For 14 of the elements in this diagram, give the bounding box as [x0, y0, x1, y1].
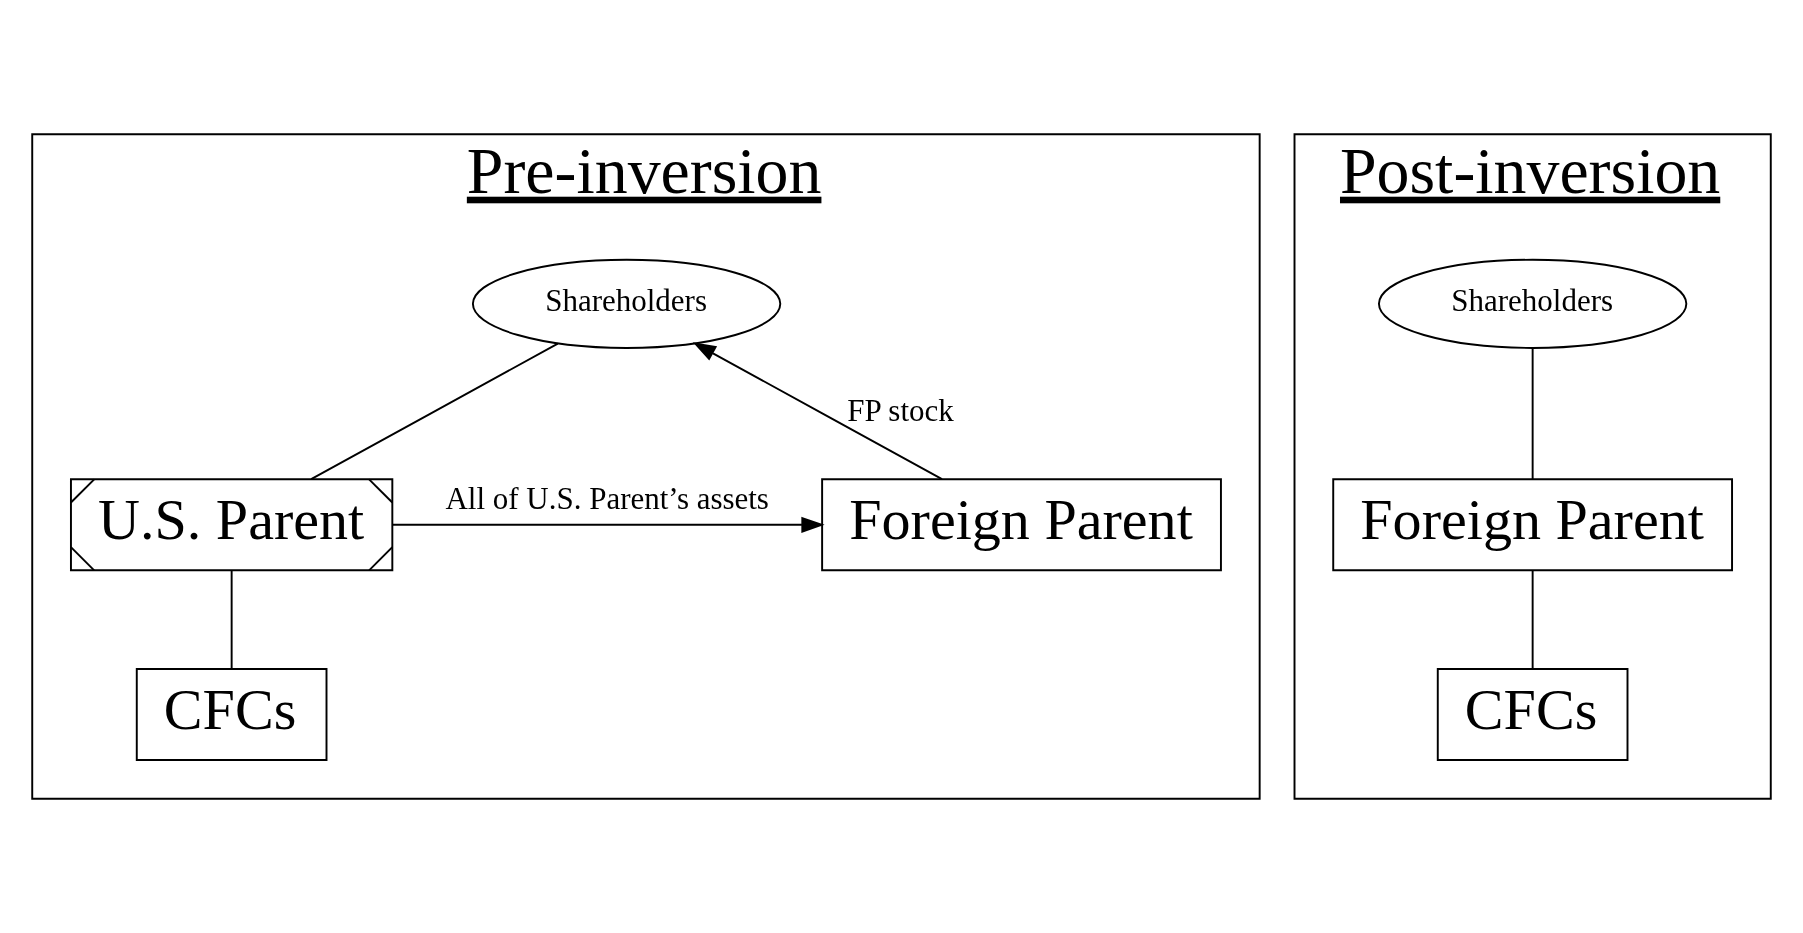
node-box: CFCs [135, 668, 328, 761]
arrow [391, 516, 825, 533]
connector [310, 342, 559, 481]
connector [1531, 347, 1534, 481]
node-ellipse: Shareholders [1377, 258, 1688, 349]
edge-label: FP stock [847, 392, 954, 428]
node-box: Foreign Parent [1332, 478, 1733, 572]
node-box: CFCs [1436, 668, 1629, 761]
node-box: Foreign Parent [821, 478, 1222, 572]
connector [230, 569, 233, 670]
node-ellipse: Shareholders [471, 258, 782, 349]
connector [1531, 569, 1534, 670]
arrow [692, 342, 943, 481]
edge-label: All of U.S. Parent’s assets [445, 480, 769, 516]
